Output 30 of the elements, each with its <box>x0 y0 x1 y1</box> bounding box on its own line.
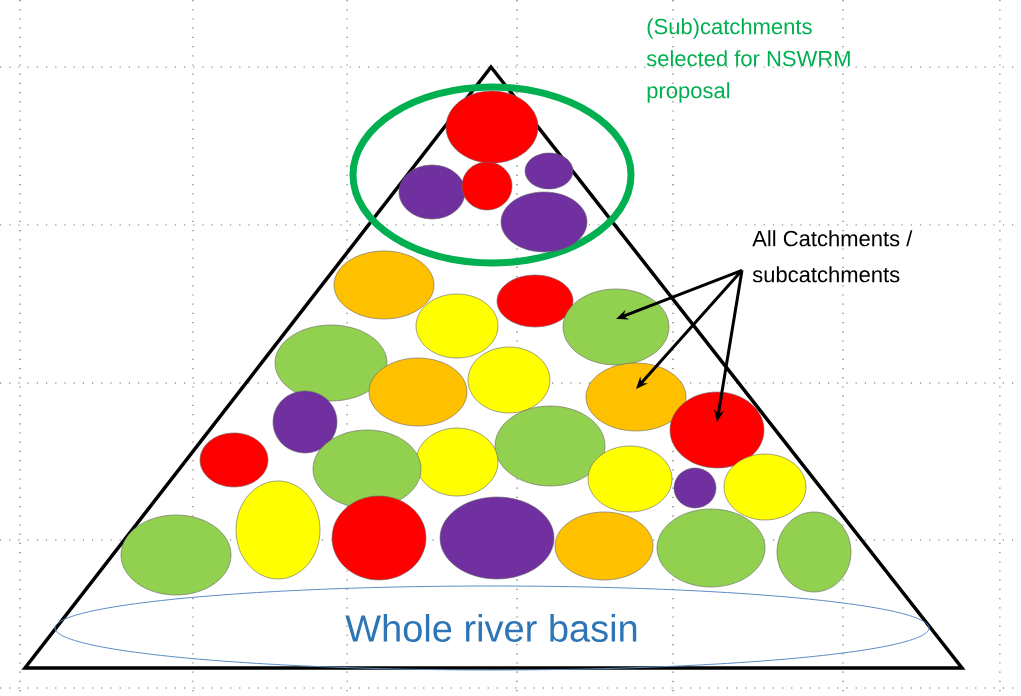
catchment-ellipse <box>331 495 427 581</box>
note-text: (Sub)catchments selected for NSWRM proposal <box>646 18 850 103</box>
catchment-ellipse <box>723 453 807 521</box>
catchment-ellipse <box>554 511 654 581</box>
catchment-ellipse <box>235 480 321 580</box>
catchment-ellipse <box>524 152 574 190</box>
catchment-ellipse <box>562 288 670 366</box>
catchment-ellipse <box>368 357 468 427</box>
catchment-ellipse <box>587 445 673 513</box>
catchment-ellipse <box>776 511 852 593</box>
callout-text: All Catchments / subcatchments <box>752 230 913 283</box>
catchment-ellipse <box>120 514 232 596</box>
catchment-ellipse <box>585 362 687 432</box>
catchment-ellipse <box>496 274 574 328</box>
catchment-ellipse <box>467 346 551 414</box>
catchment-ellipse <box>656 508 766 588</box>
catchment-ellipse <box>415 427 499 497</box>
catchment-ellipse <box>398 164 466 220</box>
catchment-ellipse <box>439 496 555 580</box>
selection-ellipse <box>349 83 635 267</box>
catchment-ellipse <box>312 429 422 509</box>
catchment-ellipse <box>669 391 765 469</box>
catchment-ellipse <box>274 324 388 402</box>
catchment-ellipse <box>673 467 717 509</box>
catchment-ellipse <box>199 432 269 488</box>
catchment-ellipse <box>333 250 435 320</box>
catchment-ellipse <box>494 405 606 487</box>
catchment-ellipse <box>461 161 513 211</box>
catchment-ellipse <box>415 293 499 359</box>
catchment-ellipse <box>272 390 338 454</box>
